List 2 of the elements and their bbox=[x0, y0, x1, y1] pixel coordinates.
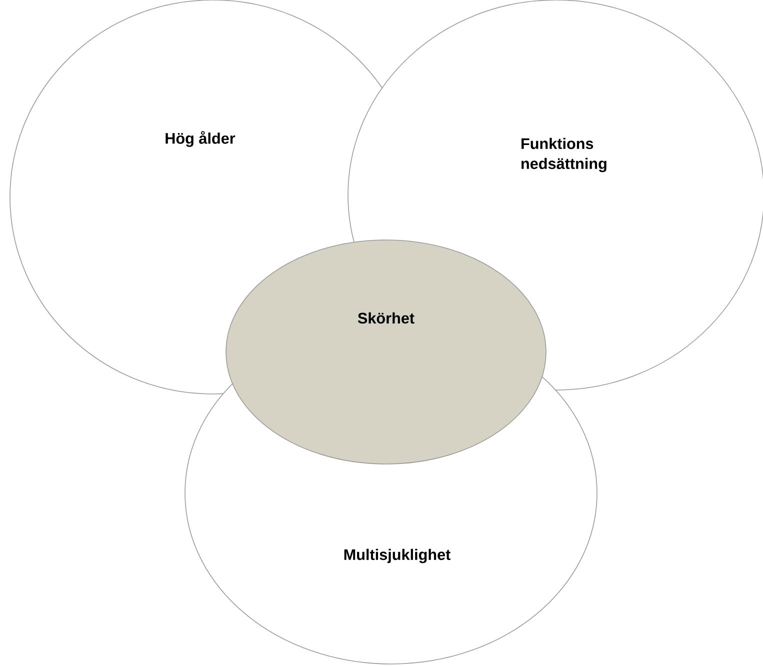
node-label: Multisjuklighet bbox=[344, 548, 450, 564]
node-label: Funktions nedsättning bbox=[522, 138, 606, 172]
